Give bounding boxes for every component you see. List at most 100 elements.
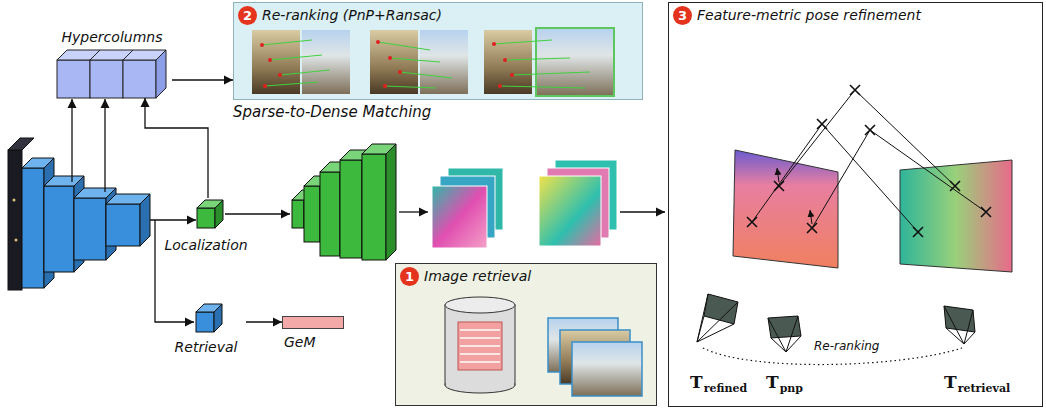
projection-rays-part [779,90,855,186]
panel-title: Image retrieval [424,268,531,285]
matching-pairs-part-part [500,86,585,88]
matching-pairs-part-part [263,84,267,88]
projection-rays-part [822,124,918,232]
retrieval-head: Retrieval [166,302,246,358]
point-marks-part [950,181,960,191]
projection-rays-part [870,130,986,212]
decoder-cnn-part [386,144,396,260]
camera-symbols [697,294,975,352]
matching-pairs-part-part [262,40,312,45]
backbone-cnn-part [8,150,22,290]
point-marks-part [865,125,875,135]
head-label: Retrieval [175,339,238,356]
image-retrieval-panel: 1 Image retrieval [395,263,657,406]
decoder-cnn-part [292,200,304,228]
flow-arrows-part [155,220,194,322]
panel-title: Feature-metric pose refinement [697,7,921,24]
retrieval-cube-part [196,312,214,332]
backbone-cnn-part [8,138,34,150]
text-row: Localization [156,236,256,254]
projection-rays [752,90,986,232]
database-symbol [445,297,515,393]
residual-arrows-part [810,210,812,224]
matching-pairs-part-part [268,58,272,62]
block-title: Hypercolumns [62,29,163,46]
database-symbol-part-part [460,353,500,355]
database-symbol-part-part [460,361,500,363]
matching-pairs-part [536,28,614,96]
matching-pairs-part-part [265,82,318,86]
gem-vector [282,316,344,329]
pose-symbol: T [944,372,957,392]
flow-arrows-part [150,219,196,220]
point-marks-part [913,227,923,237]
re-ranking-panel: 2Re-ranking (PnP+Ransac) [233,2,643,100]
matching-pairs-part [484,30,532,94]
matching-pairs [252,28,614,96]
gem-pooling: GeM [282,312,346,358]
callout-number: 3 [673,6,692,25]
database-symbol-part [460,330,500,362]
panel-title: Re-ranking (PnP+Ransac) [262,7,442,24]
matching-pairs-part [302,30,350,94]
database-symbol-part [446,305,514,385]
point-marks-part [807,223,817,233]
backbone-cnn-part [106,204,140,246]
callout-number: 1 [400,267,419,286]
retrieved-images-part [572,342,642,396]
projection-rays-part [855,90,955,186]
localization-cube-part [197,208,215,228]
residual-arrows [777,168,812,224]
database-symbol-part [445,305,515,385]
projection-rays-part [752,124,822,222]
pooling-label: GeM [284,334,316,351]
flow-arrows-part [399,211,428,212]
backbone-cnn-part [74,198,106,260]
backbone-cnn-part [22,168,44,288]
hypercolumn-cubes [57,50,166,98]
matching-pairs-part-part [388,56,392,60]
hypercolumn-cubes-part [123,60,156,98]
panel-fills-part [233,2,643,100]
hypercolumn-block: Hypercolumns [52,28,172,98]
matching-pairs-part-part [260,43,264,47]
backbone-cnn [8,138,150,290]
point-marks-part [817,119,827,129]
camera-symbols-part [697,294,738,342]
matching-pairs-part-part [376,40,380,44]
matching-pairs-part-part [510,73,514,77]
pose-subscript: refined [704,382,747,395]
flow-arrows-part [225,213,290,214]
point-marks-part [747,217,757,227]
hypercolumn-cubes-part [57,60,90,98]
matching-pairs-part-part [270,55,322,60]
hypercolumn-cubes-part [90,60,123,98]
camera-symbols-part [944,306,975,344]
point-marks-part [774,181,784,191]
matching-pairs-part-part [492,42,496,46]
feature-maps [432,160,617,248]
matching-pairs-part-part [398,70,402,74]
flow-arrows-part [104,99,105,192]
text-row: Hypercolumns [52,28,172,46]
flow-connector [246,321,282,322]
camera-symbols-part [768,316,801,352]
flow-connector [145,98,208,198]
flow-arrows-part [620,211,665,212]
database-symbol-part [445,297,515,313]
matching-pairs-part [262,40,590,88]
matching-pairs-part-part [390,58,440,62]
backbone-cnn-part [140,194,150,246]
matching-pairs-part-part [505,58,570,60]
text-row: GeM [284,333,346,351]
matching-pairs-part-part [503,58,507,62]
localization-cube [197,200,223,228]
flow-arrows [72,99,665,322]
hypercolumn-cubes-part [156,50,166,98]
matching-pairs-part [420,30,468,94]
decoder-cnn-part [320,172,340,256]
panel-header: 3 Feature-metric pose refinement [673,6,921,25]
localization-cube-part [215,200,223,228]
